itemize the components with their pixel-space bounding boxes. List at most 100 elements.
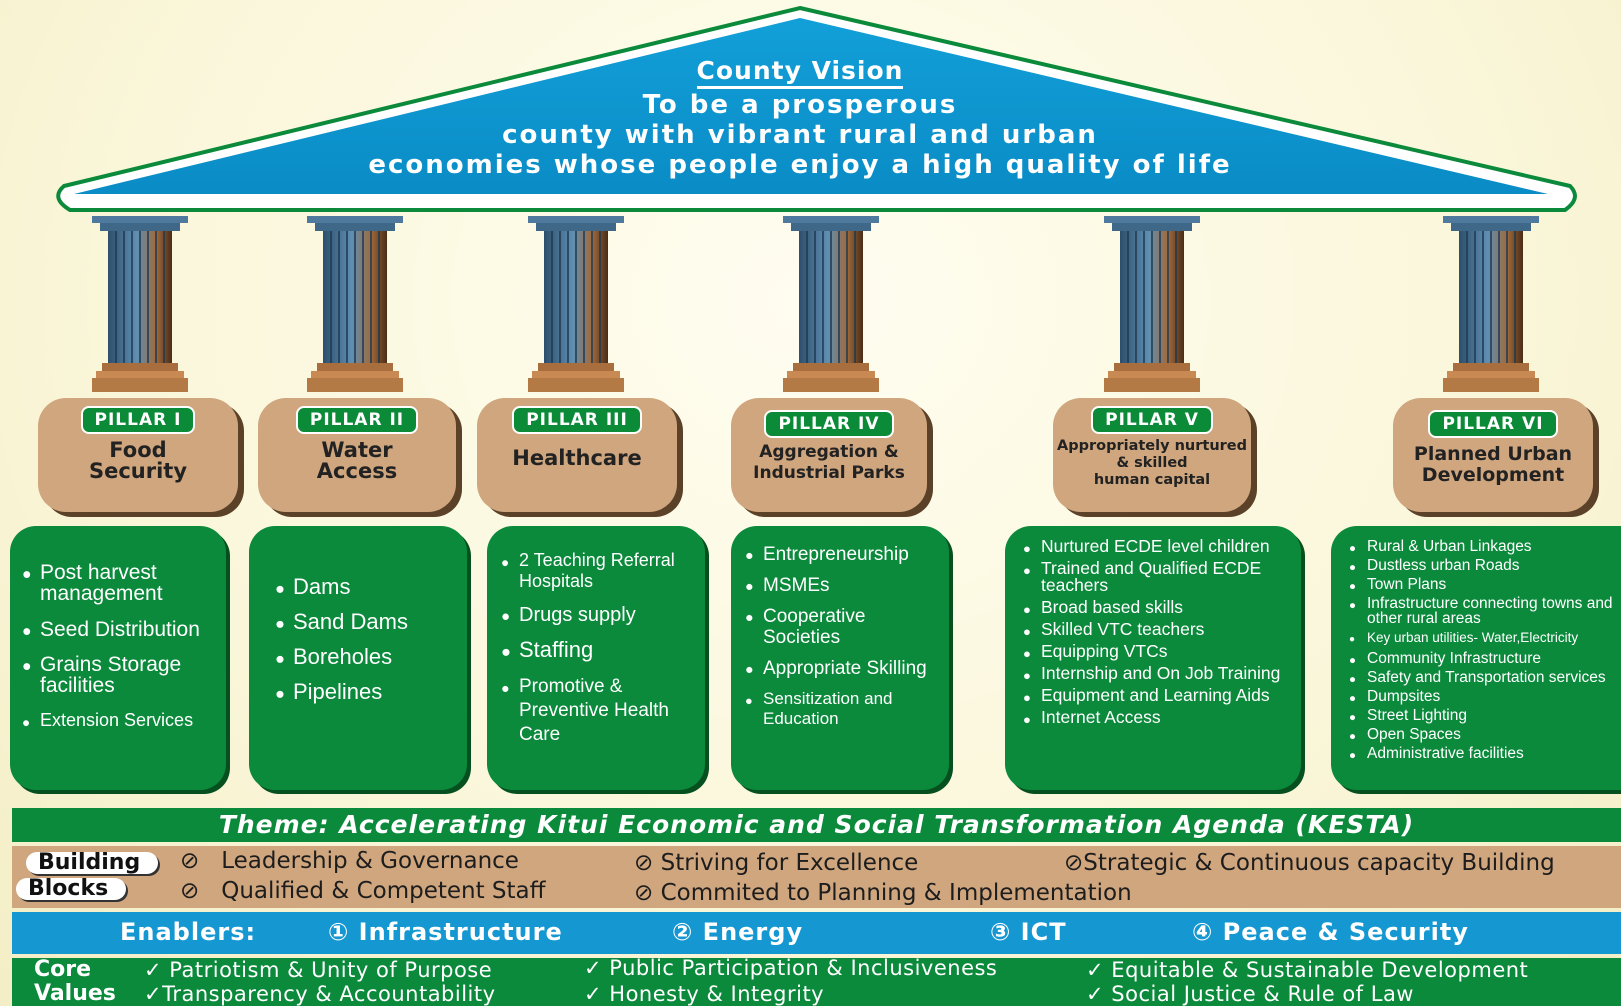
pillar-badge: PILLAR IV (764, 410, 894, 438)
list-item: Nurtured ECDE level children (1023, 537, 1295, 557)
list-item: MSMEs (745, 575, 945, 598)
list-item: Internet Access (1023, 708, 1295, 728)
list-item: Promotive & Preventive Health Care (501, 675, 701, 747)
core-value-item: Social Justice & Rule of Law (1111, 982, 1414, 1006)
core-values-bar: Core Values ✓ Patriotism & Unity of Purp… (12, 956, 1621, 1006)
check-icon: ⊘ (180, 878, 200, 904)
pillar-name: human capital (1093, 472, 1211, 488)
pillar-name: Industrial Parks (753, 463, 905, 483)
column-4 (783, 216, 879, 392)
list-item: Skilled VTC teachers (1023, 620, 1295, 640)
core-values-label: Values (34, 981, 116, 1006)
list-item: Grains Storage facilities (22, 654, 220, 696)
pillar-header-3: PILLAR III Healthcare (477, 398, 677, 512)
list-item: Safety and Transportation services (1349, 670, 1617, 687)
list-item: Sand Dams (275, 611, 461, 636)
pillar-name: Water (321, 438, 393, 462)
check-icon: ✓ (144, 982, 163, 1006)
roof-triangle (74, 18, 1548, 194)
list-item: Dumpsites (1349, 689, 1617, 706)
list-item: Staffing (501, 639, 701, 664)
core-values-label: Core (34, 957, 92, 982)
pillar-badge: PILLAR I (80, 406, 196, 434)
list-item: Equipment and Learning Aids (1023, 686, 1295, 706)
building-blocks-label: Blocks (16, 878, 127, 900)
list-item: Boreholes (275, 646, 461, 671)
pillar-header-6: PILLAR VI Planned Urban Development (1393, 398, 1593, 512)
list-item: Trained and Qualified ECDE teachers (1023, 559, 1295, 594)
list-item: Drugs supply (501, 604, 701, 628)
pillar-header-1: PILLAR I Food Security (38, 398, 238, 512)
roof (56, 5, 1577, 212)
list-item: Infrastructure connecting towns and othe… (1349, 596, 1617, 627)
list-item: Cooperative Societies (745, 606, 945, 648)
theme-bar: Theme: Accelerating Kitui Economic and S… (12, 808, 1621, 842)
list-item: Seed Distribution (22, 619, 220, 642)
core-value-item: Honesty & Integrity (609, 982, 825, 1006)
pillar-items-3: 2 Teaching Referral Hospitals Drugs supp… (487, 526, 705, 790)
column-5 (1104, 216, 1200, 392)
vision-line: county with vibrant rural and urban (502, 120, 1098, 150)
pillar-items-2: Dams Sand Dams Boreholes Pipelines (249, 526, 467, 790)
pillar-badge: PILLAR III (512, 406, 642, 434)
list-item: Street Lighting (1349, 708, 1617, 725)
enabler-item: ③ ICT (990, 918, 1067, 946)
list-item: Internship and On Job Training (1023, 664, 1295, 684)
pillar-items-6: Rural & Urban Linkages Dustless urban Ro… (1331, 526, 1621, 790)
pillar-name: Healthcare (512, 446, 642, 470)
core-value-item: Patriotism & Unity of Purpose (169, 958, 493, 982)
column-6 (1443, 216, 1539, 392)
building-block-item: Commited to Planning & Implementation (660, 880, 1132, 906)
list-item: Dustless urban Roads (1349, 558, 1617, 575)
list-item: Open Spaces (1349, 727, 1617, 744)
pillar-items-4: Entrepreneurship MSMEs Cooperative Socie… (731, 526, 949, 790)
check-icon: ✓ (144, 958, 163, 982)
core-value-item: Equitable & Sustainable Development (1111, 958, 1529, 982)
column-1 (92, 216, 188, 392)
building-blocks-label: Building (26, 852, 159, 874)
check-icon: ✓ (1086, 958, 1105, 982)
list-item: Appropriate Skilling (745, 658, 945, 681)
check-icon: ✓ (584, 956, 603, 980)
pillar-name: Security (88, 459, 188, 483)
pillar-name: Appropriately nurtured (1056, 438, 1248, 454)
pillar-name: Aggregation & (759, 442, 899, 462)
pillar-name: Planned Urban (1413, 443, 1573, 465)
vision-line: To be a prosperous (642, 90, 958, 120)
list-item: Administrative facilities (1349, 746, 1617, 763)
core-value-item: Public Participation & Inclusiveness (609, 956, 998, 980)
enabler-item: ① Infrastructure (328, 918, 563, 946)
building-blocks-bar: Building Blocks ⊘ Leadership & Governanc… (12, 846, 1621, 908)
list-item: Post harvest management (22, 562, 220, 604)
pillar-items-5: Nurtured ECDE level children Trained and… (1005, 526, 1301, 790)
enablers-label: Enablers: (120, 918, 257, 946)
list-item: Pipelines (275, 681, 461, 706)
check-icon: ⊘ (634, 880, 654, 906)
pillar-badge: PILLAR V (1091, 406, 1213, 434)
list-item: 2 Teaching Referral Hospitals (501, 550, 701, 592)
building-block-item: Striving for Excellence (660, 850, 919, 876)
column-3 (528, 216, 624, 392)
enablers-bar: Enablers: ① Infrastructure ② Energy ③ IC… (12, 912, 1621, 954)
list-item: Broad based skills (1023, 598, 1295, 618)
vision-line: economies whose people enjoy a high qual… (368, 150, 1232, 180)
check-icon: ⊘ (1064, 850, 1084, 876)
enabler-item: ④ Peace & Security (1192, 918, 1469, 946)
check-icon: ⊘ (180, 848, 200, 874)
list-item: Equipping VTCs (1023, 642, 1295, 662)
pillar-items-1: Post harvest management Seed Distributio… (10, 526, 226, 790)
core-value-item: Transparency & Accountability (162, 982, 496, 1006)
pillar-name: & skilled (1116, 455, 1188, 471)
pillar-badge: PILLAR II (295, 406, 419, 434)
pillar-name: Food (109, 438, 167, 462)
list-item: Entrepreneurship (745, 544, 945, 567)
check-icon: ✓ (1086, 982, 1105, 1006)
pillar-badge: PILLAR VI (1428, 410, 1558, 438)
list-item: Community Infrastructure (1349, 651, 1617, 668)
vision-title: County Vision (300, 56, 1300, 89)
pillar-name: Development (1421, 464, 1565, 486)
building-block-item: Strategic & Continuous capacity Building (1083, 850, 1555, 876)
check-icon: ✓ (584, 982, 603, 1006)
list-item: Key urban utilities- Water,Electricity (1349, 630, 1617, 647)
pillar-header-2: PILLAR II Water Access (258, 398, 456, 512)
